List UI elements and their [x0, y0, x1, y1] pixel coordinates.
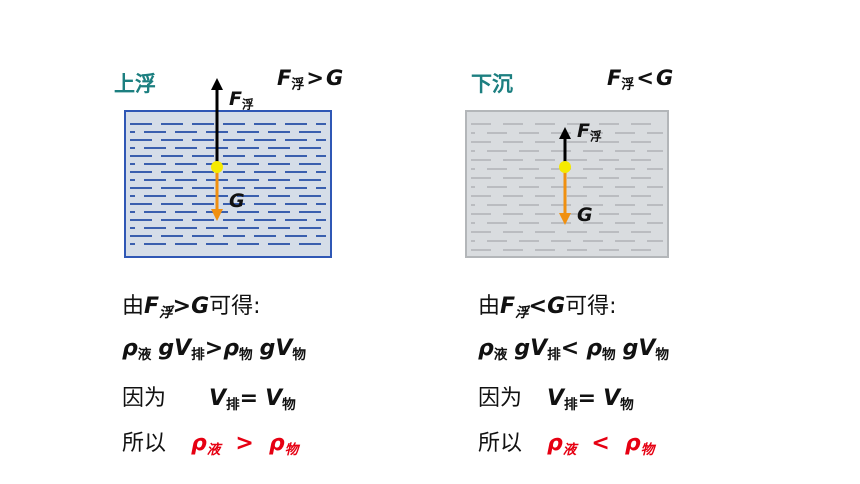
left-relation-g: G [325, 66, 344, 90]
left-l1-f-sub: 浮 [159, 304, 173, 321]
left-liquid-stripes [130, 123, 326, 245]
left-gravity-label: G [229, 190, 245, 212]
right-l1-pre: 由 [478, 294, 501, 319]
right-l2-op: < [560, 336, 580, 361]
buoyancy-arrowhead-icon [211, 78, 223, 90]
left-relation-f: F [277, 66, 292, 90]
right-l1-post: 可得: [565, 294, 617, 319]
right-l1-f-sub: 浮 [515, 304, 529, 321]
right-derivation-line1: 由F浮<G可得: [478, 288, 617, 321]
left-l2-sub1: 液 [137, 346, 152, 363]
right-relation-f: F [607, 66, 622, 90]
right-l2-rho1: ρ [478, 336, 494, 361]
right-l3-pre: 因为 [478, 386, 523, 411]
left-l2-rho1: ρ [122, 336, 138, 361]
left-l2-sub2: 排 [191, 346, 205, 363]
left-l2-gv2: gV [259, 336, 293, 361]
right-derivation-line4: 所以 ρ液 < ρ物 [478, 425, 654, 458]
left-label-f-sub: 浮 [241, 97, 254, 112]
right-buoyancy-label: F浮 [577, 120, 602, 145]
left-l2-op: > [204, 336, 224, 361]
left-l1-g: G [191, 294, 210, 319]
right-l2-rho2: ρ [586, 336, 602, 361]
right-l3-v1: V [547, 386, 565, 411]
object-dot-icon [559, 161, 571, 173]
right-state-title: 下沉 [471, 72, 513, 96]
left-derivation-line4: 所以 ρ液 > ρ物 [122, 425, 298, 458]
left-l2-sub4: 物 [292, 346, 306, 363]
right-label-f-sub: 浮 [589, 129, 602, 144]
right-l2-sub4: 物 [655, 346, 669, 363]
right-l3-sub2: 物 [620, 396, 634, 413]
left-label-f: F [229, 88, 242, 110]
left-tank-graphic [124, 110, 332, 258]
right-force-relation: F浮<G [607, 66, 673, 93]
right-l3-v2: V [603, 386, 621, 411]
left-l1-f: F [144, 294, 160, 319]
right-l1-f: F [500, 294, 516, 319]
left-derivation-line1: 由F浮>G可得: [122, 288, 261, 321]
right-relation-f-sub: 浮 [621, 77, 635, 93]
left-force-relation: F浮>G [277, 66, 343, 93]
right-l4-op: < [591, 431, 610, 456]
left-l4-sub2: 物 [284, 441, 299, 458]
left-l1-op: > [172, 294, 192, 319]
left-l3-v1: V [209, 386, 227, 411]
left-relation-f-sub: 浮 [291, 77, 305, 93]
left-l4-op: > [235, 431, 254, 456]
right-l2-sub2: 排 [547, 346, 561, 363]
left-l4-pre: 所以 [122, 431, 167, 456]
left-derivation-line3: 因为 V排= V物 [122, 380, 296, 413]
right-l4-sub1: 液 [562, 441, 577, 458]
right-l2-sub3: 物 [601, 346, 616, 363]
right-gravity-label: G [577, 204, 593, 226]
right-l1-g: G [547, 294, 566, 319]
left-l2-gv1: gV [158, 336, 192, 361]
left-l4-rho1: ρ [191, 431, 207, 456]
right-relation-g: G [655, 66, 674, 90]
right-l2-gv2: gV [622, 336, 656, 361]
left-relation-op: > [306, 66, 324, 90]
right-liquid-stripes [471, 123, 663, 251]
right-l4-sub2: 物 [640, 441, 655, 458]
left-l1-pre: 由 [122, 294, 145, 319]
left-liquid-tank [124, 110, 332, 258]
buoyancy-arrowhead-icon [559, 127, 571, 139]
left-l2-sub3: 物 [238, 346, 253, 363]
left-l2-rho2: ρ [223, 336, 239, 361]
gravity-arrowhead-icon [559, 213, 571, 225]
right-derivation-line2: ρ液 gV排< ρ物 gV物 [478, 336, 669, 363]
right-force-arrows [559, 127, 571, 225]
left-l3-eq: = [239, 386, 259, 411]
right-relation-op: < [636, 66, 654, 90]
left-l3-v2: V [265, 386, 283, 411]
right-l2-gv1: gV [514, 336, 548, 361]
left-l4-rho2: ρ [268, 431, 285, 456]
left-l3-sub1: 排 [226, 396, 240, 413]
object-dot-icon [211, 161, 223, 173]
right-label-f: F [577, 120, 590, 142]
left-buoyancy-label: F浮 [229, 88, 254, 113]
right-derivation-line3: 因为 V排= V物 [478, 380, 634, 413]
right-l4-pre: 所以 [478, 431, 523, 456]
right-l2-sub1: 液 [493, 346, 508, 363]
left-tank-body [124, 110, 332, 258]
right-l3-eq: = [577, 386, 597, 411]
right-l4-rho2: ρ [624, 431, 641, 456]
left-state-title: 上浮 [114, 72, 156, 96]
left-l3-sub2: 物 [282, 396, 296, 413]
left-l4-sub1: 液 [206, 441, 221, 458]
left-force-arrows [211, 78, 223, 221]
right-l4-rho1: ρ [547, 431, 563, 456]
left-l1-post: 可得: [209, 294, 261, 319]
left-derivation-line2: ρ液 gV排>ρ物 gV物 [122, 336, 306, 363]
left-l3-pre: 因为 [122, 386, 167, 411]
right-l3-sub1: 排 [564, 396, 578, 413]
right-l1-op: < [528, 294, 548, 319]
gravity-arrowhead-icon [211, 209, 223, 221]
